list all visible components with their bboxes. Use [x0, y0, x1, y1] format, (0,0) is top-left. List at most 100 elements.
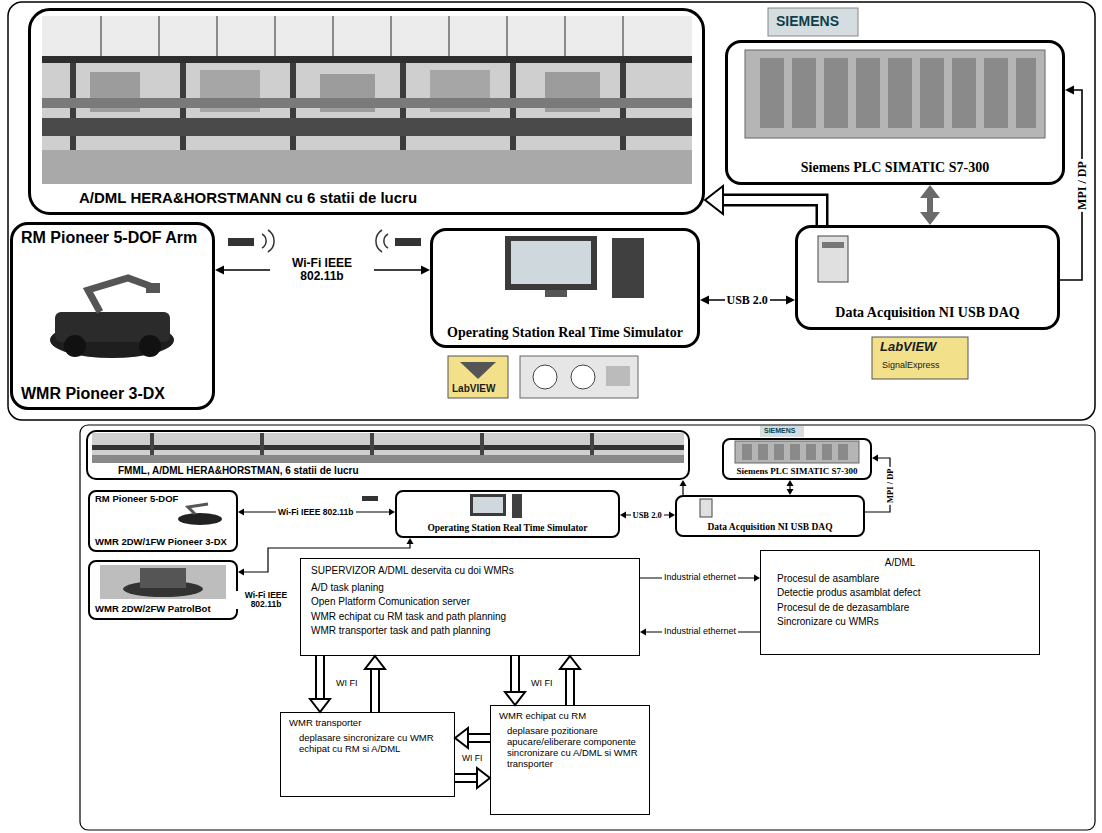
connector-line [370, 668, 380, 712]
plc-photo-part [920, 58, 944, 128]
router-icon-part [228, 238, 254, 246]
connector-line [510, 656, 520, 693]
plc-photo-part [792, 58, 816, 128]
box-title: A/DML [771, 557, 1029, 569]
patrolbot-photo-part [100, 565, 226, 599]
assembly-line-photo-part [564, 16, 566, 56]
robot-photo-small-part [362, 496, 378, 501]
arrowhead [477, 768, 490, 788]
labview-logo-part [533, 365, 557, 389]
robot-box: RM Pioneer 5-DOF ArmWMR Pioneer 3-DX [10, 222, 215, 410]
connector-label: Industrial ethernet [662, 627, 738, 637]
daq-device [818, 236, 848, 282]
connector-label: USB 2.0 [725, 294, 770, 307]
arrowhead [238, 509, 244, 516]
connector-label: USB 2.0 [631, 511, 664, 520]
connector-label: WI FI [334, 679, 360, 689]
block-arrow [455, 768, 490, 788]
box-title: Data Acquisition NI USB DAQ [806, 305, 1049, 321]
robot-box: RM Pioneer 5-DOFWMR 2DW/1FW Pioneer 3-DX [88, 490, 238, 552]
line-photo-box: FMML, A/DML HERA&HORSTMAN, 6 statii de l… [86, 430, 690, 480]
box-title: RM Pioneer 5-DOF Arm [21, 229, 204, 247]
computer-photo-part [545, 290, 567, 297]
patrolbot-box: WMR 2DW/2FW PatrolBot [88, 560, 238, 620]
assembly-line-photo-part [390, 16, 392, 56]
router-icon-part [262, 230, 274, 252]
box-title: WMR 2DW/2FW PatrolBot [95, 604, 231, 615]
arrowhead [455, 728, 468, 748]
logo-text: SignalExpress [882, 361, 940, 371]
connector-label: Industrial ethernet [662, 573, 738, 583]
assembly-line-photo-part [448, 16, 450, 56]
connector-line [467, 733, 490, 743]
box-text: deplasare sincronizare cu WMR echipat cu… [289, 733, 446, 755]
block-arrow [560, 656, 580, 705]
box-title: RM Pioneer 5-DOF [95, 494, 231, 505]
box-text: WMR Pioneer 3-DX [21, 385, 204, 403]
arrowhead [680, 480, 687, 486]
arrowhead [560, 656, 580, 669]
arrowhead [920, 185, 940, 198]
panel-frame-part [80, 425, 1095, 830]
siemens-logo [768, 8, 858, 36]
plc-photo-small [735, 426, 859, 463]
box-text: Procesul de de dezasamblare [771, 602, 1029, 614]
robot-task-box: WMR echipat cu RMdeplasare pozitionare a… [490, 705, 650, 815]
box-title: Operating Station Real Time Simulator [441, 325, 689, 341]
plc-photo-small-part [822, 444, 832, 460]
box-title: Data Acquisition NI USB DAQ [681, 522, 859, 533]
connector-label: Wi-Fi IEEE 802.11b [236, 591, 296, 610]
block-arrow [705, 186, 822, 225]
connector [920, 185, 940, 225]
arrowhead [421, 266, 430, 275]
connector-label: MPI / DP [886, 466, 895, 504]
plc-photo-small-part [838, 444, 848, 460]
connector-line-inner [722, 200, 822, 225]
labview-logo-part [606, 366, 630, 386]
logo-text: LabVIEW [452, 383, 495, 394]
connector-label: WI FI [460, 754, 484, 763]
patrolbot-photo-part [140, 568, 186, 588]
assembly-line-photo-small-part [92, 455, 684, 463]
box-text: Detectie produs asamblat defect [771, 587, 1029, 599]
assembly-line-photo-part [158, 16, 160, 56]
logo-text: SIEMENS [764, 427, 796, 435]
robot-photo-small-part [188, 504, 208, 514]
box-title: Operating Station Real Time Simulator [401, 523, 614, 534]
assembly-line-photo-part [42, 118, 692, 136]
block-arrow [505, 656, 525, 705]
arrowhead [705, 186, 723, 214]
plc-photo-part [1016, 58, 1036, 128]
box-title: Siemens PLC SIMATIC S7-300 [736, 160, 1054, 176]
labview-logo-part [872, 337, 968, 379]
connector-line [722, 200, 822, 225]
connector [787, 480, 794, 495]
block-arrow [310, 656, 330, 712]
plc-photo-small-part [774, 444, 784, 460]
router-icon [228, 230, 421, 252]
robot-photo-part [64, 335, 86, 357]
labview-logo-part [571, 365, 595, 389]
assembly-line-photo-part [332, 16, 334, 56]
connector-line-inner [512, 656, 518, 693]
assembly-line-photo-part [274, 16, 276, 56]
plc-photo-small-part [758, 444, 768, 460]
robot-photo-part [146, 283, 160, 293]
arrowhead [238, 569, 244, 576]
connector-line-inner [455, 775, 478, 781]
panel-frame-part [8, 2, 1095, 420]
arrowhead [620, 512, 626, 519]
plc-photo-small-part [790, 444, 800, 460]
assembly-line-photo-small-part [92, 445, 684, 450]
connector-line [565, 668, 575, 705]
box-text: Sincronizare cu WMRs [771, 616, 1029, 628]
plc-photo-part [760, 58, 784, 128]
box-title: WMR echipat cu RM [499, 711, 641, 722]
router-icon-part [395, 238, 421, 246]
computer-photo-part [511, 241, 591, 284]
line-photo-box: A/DML HERA&HORSTMANN cu 6 statii de lucr… [28, 8, 705, 215]
daq-device-part [818, 236, 848, 282]
block-arrow [455, 728, 490, 748]
patrolbot-photo [100, 565, 226, 599]
